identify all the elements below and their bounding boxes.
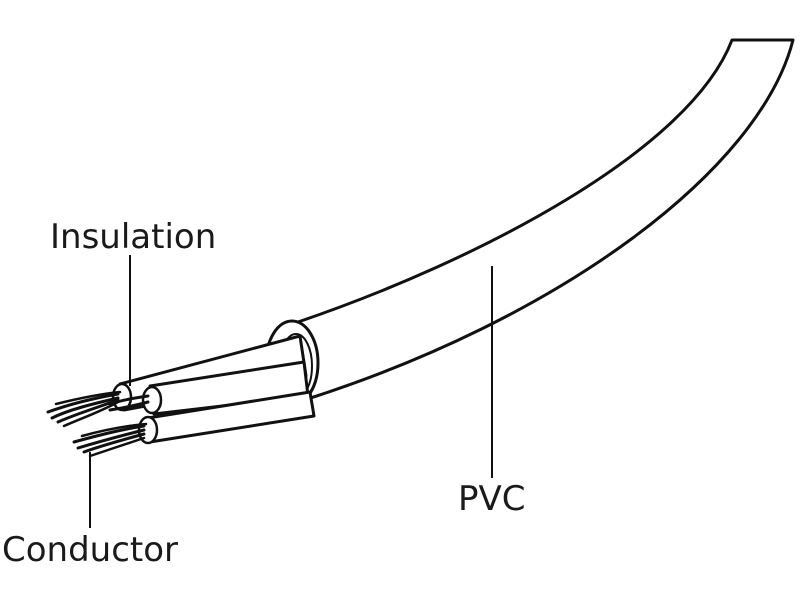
pvc-sheath (296, 38, 795, 404)
insulation-label: Insulation (50, 217, 217, 257)
middle-wire-end (141, 385, 163, 415)
pvc-label: PVC (458, 479, 526, 519)
conductor-label: Conductor (2, 530, 179, 570)
lower-conductor-strands (72, 422, 148, 458)
upper-conductor-strands (46, 390, 150, 428)
